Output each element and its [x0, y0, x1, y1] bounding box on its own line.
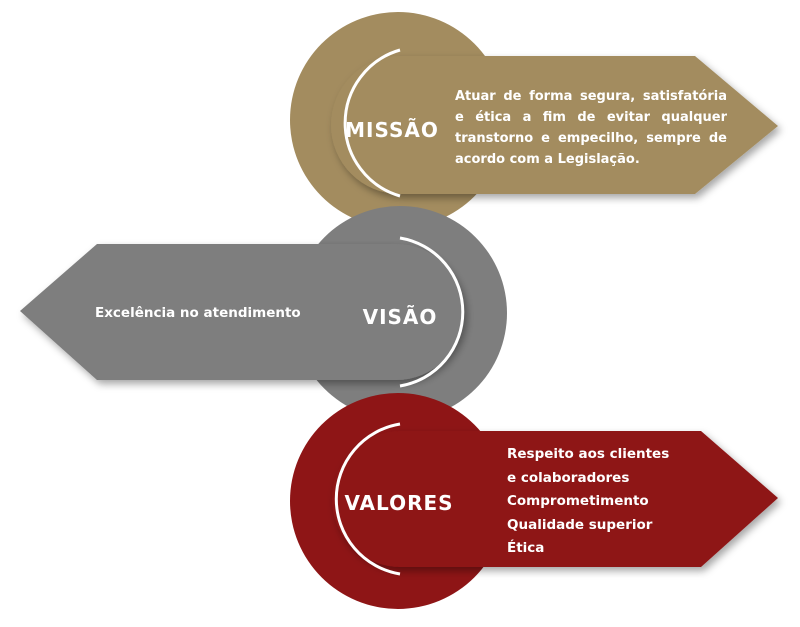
visao-description: Excelência no atendimento	[95, 305, 301, 321]
missao-arrow-shape	[331, 56, 778, 194]
valores-title: VALORES	[344, 491, 453, 515]
missao-block: MISSÃO	[290, 12, 778, 228]
missao-inner-arc	[343, 48, 401, 198]
missao-description: Atuar de forma segura, satisfatória e ét…	[455, 89, 727, 167]
visao-title: VISÃO	[363, 305, 438, 329]
missao-title: MISSÃO	[345, 118, 439, 142]
valores-item: Respeito aos clientes	[507, 446, 670, 462]
valores-inner-arc	[334, 422, 401, 576]
valores-item: e colaboradores	[507, 469, 630, 486]
valores-item: Qualidade superior	[507, 516, 653, 533]
valores-list: Respeito aos clientes e colaboradores Co…	[507, 443, 737, 561]
valores-item: Comprometimento	[507, 493, 649, 509]
visao-block: VISÃO	[20, 206, 507, 420]
valores-block: VALORES	[290, 393, 778, 609]
visao-inner-arc	[399, 236, 465, 388]
valores-arrow-shape	[332, 431, 778, 567]
visao-arrow-shape	[20, 244, 464, 380]
valores-item: Ética	[507, 540, 545, 556]
